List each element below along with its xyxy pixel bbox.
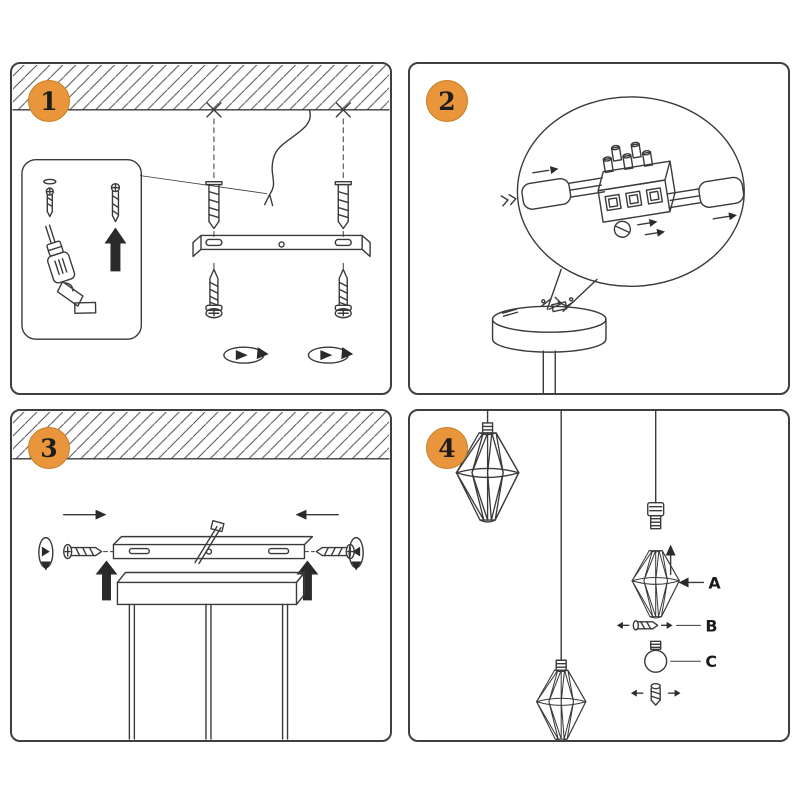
- pendant-lamp-icon: [536, 411, 587, 740]
- canopy-bar: [116, 571, 306, 606]
- up-arrow-icon: [104, 227, 127, 272]
- screw-icon: [205, 268, 352, 319]
- cage-shade: [631, 550, 680, 619]
- side-screw-icon: [63, 543, 355, 560]
- ceiling-hatch: [12, 64, 390, 111]
- pendant-rods: [128, 603, 289, 740]
- cable-tie-icon: [194, 519, 225, 565]
- ceiling-wire-icon: [263, 109, 311, 207]
- twist-part-icon: [630, 682, 681, 706]
- alignment-guides: [213, 118, 344, 270]
- pendant-rod: [542, 350, 556, 393]
- panel1-illustration: [12, 64, 390, 364]
- detail-inset: [21, 159, 143, 340]
- step-number-badge: 1: [28, 80, 70, 122]
- leader-line: [139, 175, 268, 195]
- panel3-illustration: [12, 411, 390, 740]
- lamp-socket: [647, 502, 665, 530]
- label-b: B: [705, 616, 717, 635]
- locking-ring: [616, 620, 673, 631]
- wall-anchor-icon: [205, 180, 352, 230]
- pendant-lamp-icon: [455, 411, 520, 523]
- ceiling-canopy: [491, 296, 607, 393]
- step-number-badge: 4: [426, 427, 468, 469]
- step-number-badge: 3: [28, 427, 70, 469]
- drill-icon: [45, 224, 97, 314]
- step-number: 1: [40, 86, 58, 116]
- terminal-screws: [602, 141, 654, 174]
- mounting-strap: [192, 234, 371, 258]
- slide-arrow-icon: [63, 509, 339, 520]
- instruction-grid: 1: [10, 62, 790, 742]
- up-arrow-icon: [94, 559, 320, 602]
- mounting-rail: [112, 535, 314, 560]
- rotation-arrow-icon: [223, 346, 354, 364]
- exploded-lamp: A B C: [616, 411, 721, 706]
- step-number: 4: [438, 433, 456, 463]
- drill-mark-x-icon: [206, 102, 351, 118]
- panel4-illustration: A B C: [455, 411, 721, 740]
- label-c: C: [705, 652, 717, 671]
- label-a: A: [708, 573, 721, 592]
- panel-step-4: 4: [408, 409, 790, 742]
- step-number-badge: 2: [426, 80, 468, 122]
- step-number: 2: [438, 86, 456, 116]
- terminal-block-icon: [500, 141, 745, 238]
- wires-icon: [540, 296, 575, 313]
- panel-step-1: 1: [10, 62, 392, 395]
- bulb-icon: [644, 640, 668, 673]
- ceiling-hatch: [12, 411, 390, 460]
- label-a-pointer: [678, 577, 705, 588]
- panel-step-2: 2: [408, 62, 790, 395]
- panel2-illustration: [491, 96, 745, 393]
- step-number: 3: [40, 433, 58, 463]
- panel-step-3: 3: [10, 409, 392, 742]
- callout-balloon: [516, 96, 745, 312]
